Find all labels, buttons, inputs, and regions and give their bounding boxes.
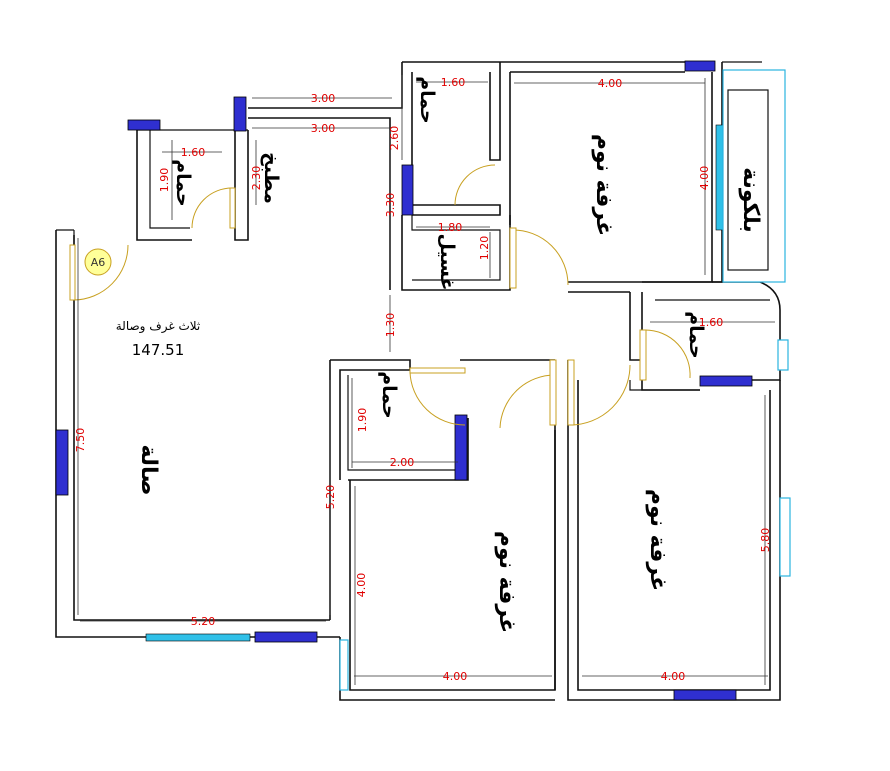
living-corner bbox=[56, 229, 75, 245]
room-bath-r-label: حمام bbox=[685, 311, 707, 359]
dim-hall-height: 3.30 bbox=[384, 193, 397, 218]
bed-tr-door-arc bbox=[511, 229, 569, 286]
window-living-bottom bbox=[254, 631, 318, 643]
bath-c-door-leaf bbox=[409, 367, 466, 374]
walls bbox=[55, 61, 781, 701]
bath-tm-bottom bbox=[412, 204, 501, 216]
dim-bed-br-width: 4.00 bbox=[661, 670, 686, 683]
bath-tl-outer bbox=[136, 130, 192, 241]
dimension-labels: 3.00 3.00 1.60 1.90 2.30 1.60 2.60 3.30 … bbox=[74, 76, 772, 683]
dim-bed-br-height: 5.80 bbox=[759, 528, 772, 553]
room-balcony-label: بلكونة bbox=[738, 167, 763, 232]
bath-c-door-arc bbox=[409, 371, 466, 426]
dim-bath-tm-width: 1.60 bbox=[441, 76, 466, 89]
plan-description: ثلاث غرف وصالة bbox=[116, 319, 201, 334]
bed-br-top bbox=[629, 380, 700, 391]
corridor-bottom-wall bbox=[248, 117, 391, 290]
window-bath-r bbox=[699, 375, 753, 387]
window-bath-r-side bbox=[777, 339, 789, 371]
bed-tr-bottom bbox=[568, 72, 713, 283]
bath-r-outer bbox=[642, 281, 781, 381]
doors bbox=[69, 164, 691, 429]
dimension-lines bbox=[77, 75, 775, 685]
dim-bath-c-width: 2.00 bbox=[390, 456, 415, 469]
bath-r-door-arc bbox=[644, 329, 691, 379]
balcony-inner bbox=[727, 89, 769, 271]
room-bed-tr-label: غرفة نوم bbox=[591, 134, 616, 236]
dim-laundry-height: 1.20 bbox=[478, 236, 491, 261]
dim-living-width: 5.20 bbox=[191, 615, 216, 628]
bed-br-outer bbox=[567, 360, 781, 701]
bed-br-inner bbox=[577, 380, 771, 691]
laundry-inner bbox=[411, 215, 501, 281]
room-bed-bm-label: غرفة نوم bbox=[494, 531, 519, 633]
bed-tr-door-leaf bbox=[509, 227, 517, 289]
plan-area: 147.51 bbox=[132, 341, 185, 359]
room-labels: صالة مطبخ حمام حمام غسيل غرفة نوم بلكونة… bbox=[136, 76, 763, 633]
bath-tm-door-arc bbox=[454, 164, 496, 206]
hall-right bbox=[629, 292, 642, 361]
dim-laundry-width: 1.80 bbox=[438, 221, 463, 234]
window-bed-tr-top bbox=[684, 60, 716, 72]
dim-bed-bm-height: 4.00 bbox=[355, 573, 368, 598]
dim-bath-r-width: 1.60 bbox=[699, 316, 724, 329]
window-living-left bbox=[55, 429, 69, 496]
dim-bed-bm-width: 4.00 bbox=[443, 670, 468, 683]
dim-bath-tm-height: 2.60 bbox=[388, 126, 401, 151]
bath-tl-inner bbox=[149, 130, 190, 229]
room-kitchen-label: مطبخ bbox=[260, 152, 282, 204]
window-laundry bbox=[401, 164, 414, 216]
windows bbox=[55, 60, 791, 701]
living-outer-wall bbox=[55, 230, 340, 638]
window-bed-bm-side bbox=[339, 639, 349, 691]
dim-bath-tl-width: 1.60 bbox=[181, 146, 206, 159]
bed-br-door-leaf bbox=[567, 359, 575, 426]
window-bath-c bbox=[454, 414, 468, 481]
bath-tm-right bbox=[489, 62, 501, 161]
dim-bath-c-height: 1.90 bbox=[356, 408, 369, 433]
bed-bm-inner bbox=[349, 430, 556, 691]
bed-bm-door-leaf bbox=[549, 359, 557, 426]
bath-c-inner bbox=[347, 375, 465, 471]
unit-tag-text: A6 bbox=[91, 256, 106, 269]
unit-tag-badge bbox=[84, 248, 112, 276]
window-bath-tl bbox=[127, 119, 161, 131]
dim-corridor-top: 3.00 bbox=[311, 92, 336, 105]
dim-bath-tl-height: 1.90 bbox=[158, 168, 171, 193]
entry-door-leaf bbox=[69, 244, 76, 301]
room-bath-c-label: حمام bbox=[378, 371, 400, 419]
dim-corridor-bottom: 3.00 bbox=[311, 122, 336, 135]
bed-br-door-arc bbox=[569, 364, 631, 426]
dim-bed-tr-height: 4.00 bbox=[698, 166, 711, 191]
dim-living-height: 7.50 bbox=[74, 428, 87, 453]
balcony-frame bbox=[722, 69, 786, 283]
bed-bm-door-arc bbox=[499, 374, 556, 429]
room-living-label: صالة bbox=[136, 444, 161, 495]
bath-tl-right bbox=[234, 130, 249, 241]
room-laundry-label: غسيل bbox=[436, 233, 458, 290]
bath-tl-door-leaf bbox=[229, 187, 236, 229]
room-bath-tm-label: حمام bbox=[416, 76, 438, 124]
plan-info: ثلاث غرف وصالة 147.51 A6 bbox=[84, 248, 201, 359]
bath-r-door-leaf bbox=[639, 329, 647, 381]
dim-passage-height: 1.30 bbox=[384, 313, 397, 338]
living-inner-wall bbox=[73, 235, 330, 621]
room-bed-br-label: غرفة نوم bbox=[645, 489, 670, 591]
dim-kitchen-height: 2.30 bbox=[250, 166, 263, 191]
dim-bed-tr-width: 4.00 bbox=[598, 77, 623, 90]
window-bed-br-side bbox=[779, 497, 791, 577]
window-bed-br bbox=[673, 689, 737, 701]
window-living-cyan bbox=[145, 633, 251, 642]
entry-door-arc bbox=[73, 244, 129, 301]
bath-c-bottom bbox=[348, 418, 469, 481]
bath-tl-door-arc bbox=[191, 187, 233, 229]
room-bath-tl-label: حمام bbox=[172, 159, 194, 207]
window-corridor bbox=[233, 96, 247, 132]
dim-living-inner-height: 5.20 bbox=[324, 485, 337, 510]
